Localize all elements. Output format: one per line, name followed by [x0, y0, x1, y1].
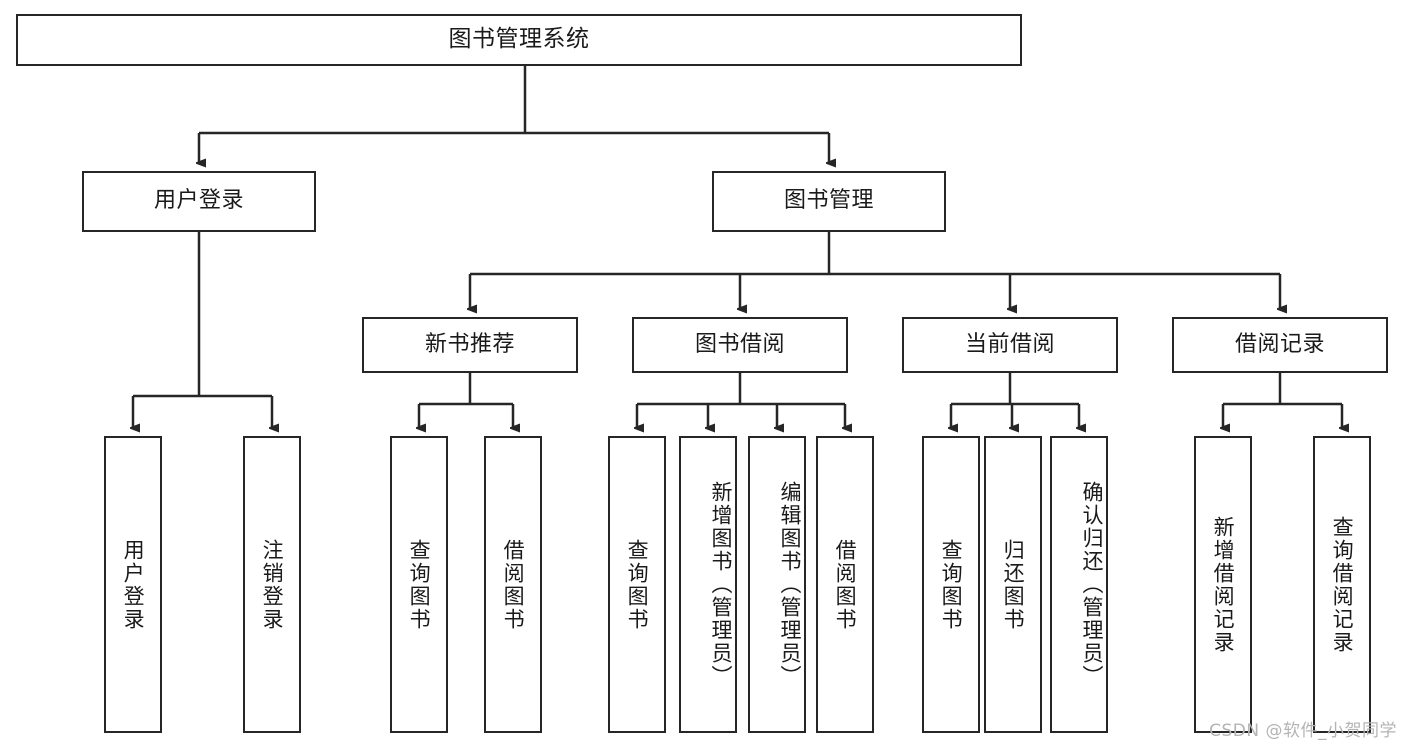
leaf-logout-label: 注销登录 [260, 538, 285, 631]
leaf-query-book-2[interactable]: 查询图书 [608, 436, 666, 733]
node-book-manage-label: 图书管理 [783, 188, 874, 214]
node-current-borrow-label: 当前借阅 [964, 331, 1055, 357]
leaf-borrow-book-2-label: 借阅图书 [833, 538, 858, 631]
node-borrow-record[interactable]: 借阅记录 [1172, 317, 1388, 373]
leaf-logout[interactable]: 注销登录 [243, 436, 301, 733]
leaf-user-login[interactable]: 用户登录 [104, 436, 162, 733]
leaf-add-record[interactable]: 新增借阅记录 [1194, 436, 1252, 733]
leaf-query-book-1-label: 查询图书 [407, 538, 432, 631]
leaf-confirm-return-label: 确认归还（管理员） [1080, 481, 1104, 688]
leaf-borrow-book-2[interactable]: 借阅图书 [816, 436, 874, 733]
leaf-borrow-book-1-label: 借阅图书 [501, 538, 526, 631]
leaf-query-book-3[interactable]: 查询图书 [922, 436, 980, 733]
node-user-login-label: 用户登录 [153, 188, 244, 214]
leaf-add-book[interactable]: 新增图书（管理员） [679, 436, 737, 733]
leaf-add-book-label: 新增图书（管理员） [709, 481, 733, 688]
node-current-borrow[interactable]: 当前借阅 [902, 317, 1118, 373]
leaf-query-book-2-label: 查询图书 [625, 538, 650, 631]
node-root-label: 图书管理系统 [448, 26, 590, 53]
leaf-query-book-1[interactable]: 查询图书 [390, 436, 448, 733]
node-borrow-record-label: 借阅记录 [1234, 331, 1325, 357]
leaf-confirm-return[interactable]: 确认归还（管理员） [1050, 436, 1108, 733]
leaf-query-book-3-label: 查询图书 [939, 538, 964, 631]
leaf-borrow-book-1[interactable]: 借阅图书 [484, 436, 542, 733]
node-book-borrow[interactable]: 图书借阅 [632, 317, 848, 373]
leaf-add-record-label: 新增借阅记录 [1211, 515, 1236, 654]
leaf-query-record-label: 查询借阅记录 [1330, 515, 1355, 654]
node-new-book-recommend[interactable]: 新书推荐 [362, 317, 578, 373]
node-user-login[interactable]: 用户登录 [82, 171, 316, 232]
node-book-borrow-label: 图书借阅 [694, 331, 785, 357]
leaf-return-book-label: 归还图书 [1001, 538, 1026, 631]
node-new-book-recommend-label: 新书推荐 [424, 331, 515, 357]
leaf-edit-book[interactable]: 编辑图书（管理员） [748, 436, 806, 733]
leaf-user-login-label: 用户登录 [121, 538, 146, 631]
node-root[interactable]: 图书管理系统 [16, 14, 1022, 66]
leaf-query-record[interactable]: 查询借阅记录 [1313, 436, 1371, 733]
leaf-return-book[interactable]: 归还图书 [984, 436, 1042, 733]
leaf-edit-book-label: 编辑图书（管理员） [778, 481, 802, 688]
node-book-manage[interactable]: 图书管理 [712, 171, 946, 232]
